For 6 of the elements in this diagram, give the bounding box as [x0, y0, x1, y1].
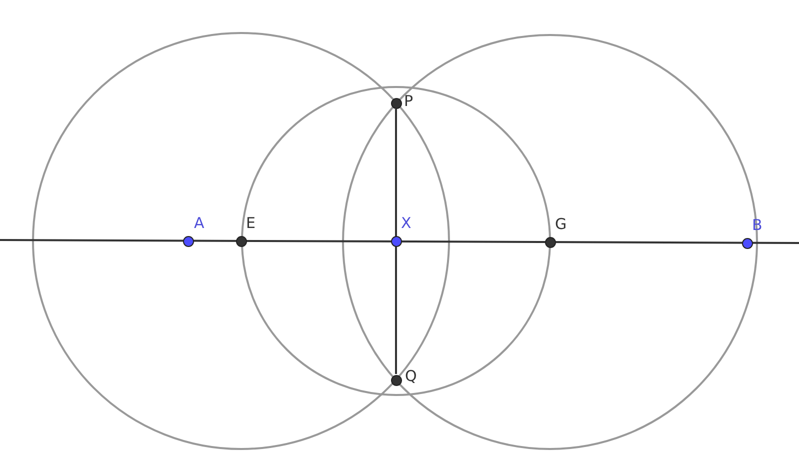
point-label: Q — [405, 368, 417, 385]
point-label: X — [401, 215, 412, 232]
point-label: G — [555, 216, 567, 233]
point-label: A — [194, 215, 204, 232]
point-label: E — [246, 215, 256, 232]
point-label: P — [404, 93, 414, 110]
